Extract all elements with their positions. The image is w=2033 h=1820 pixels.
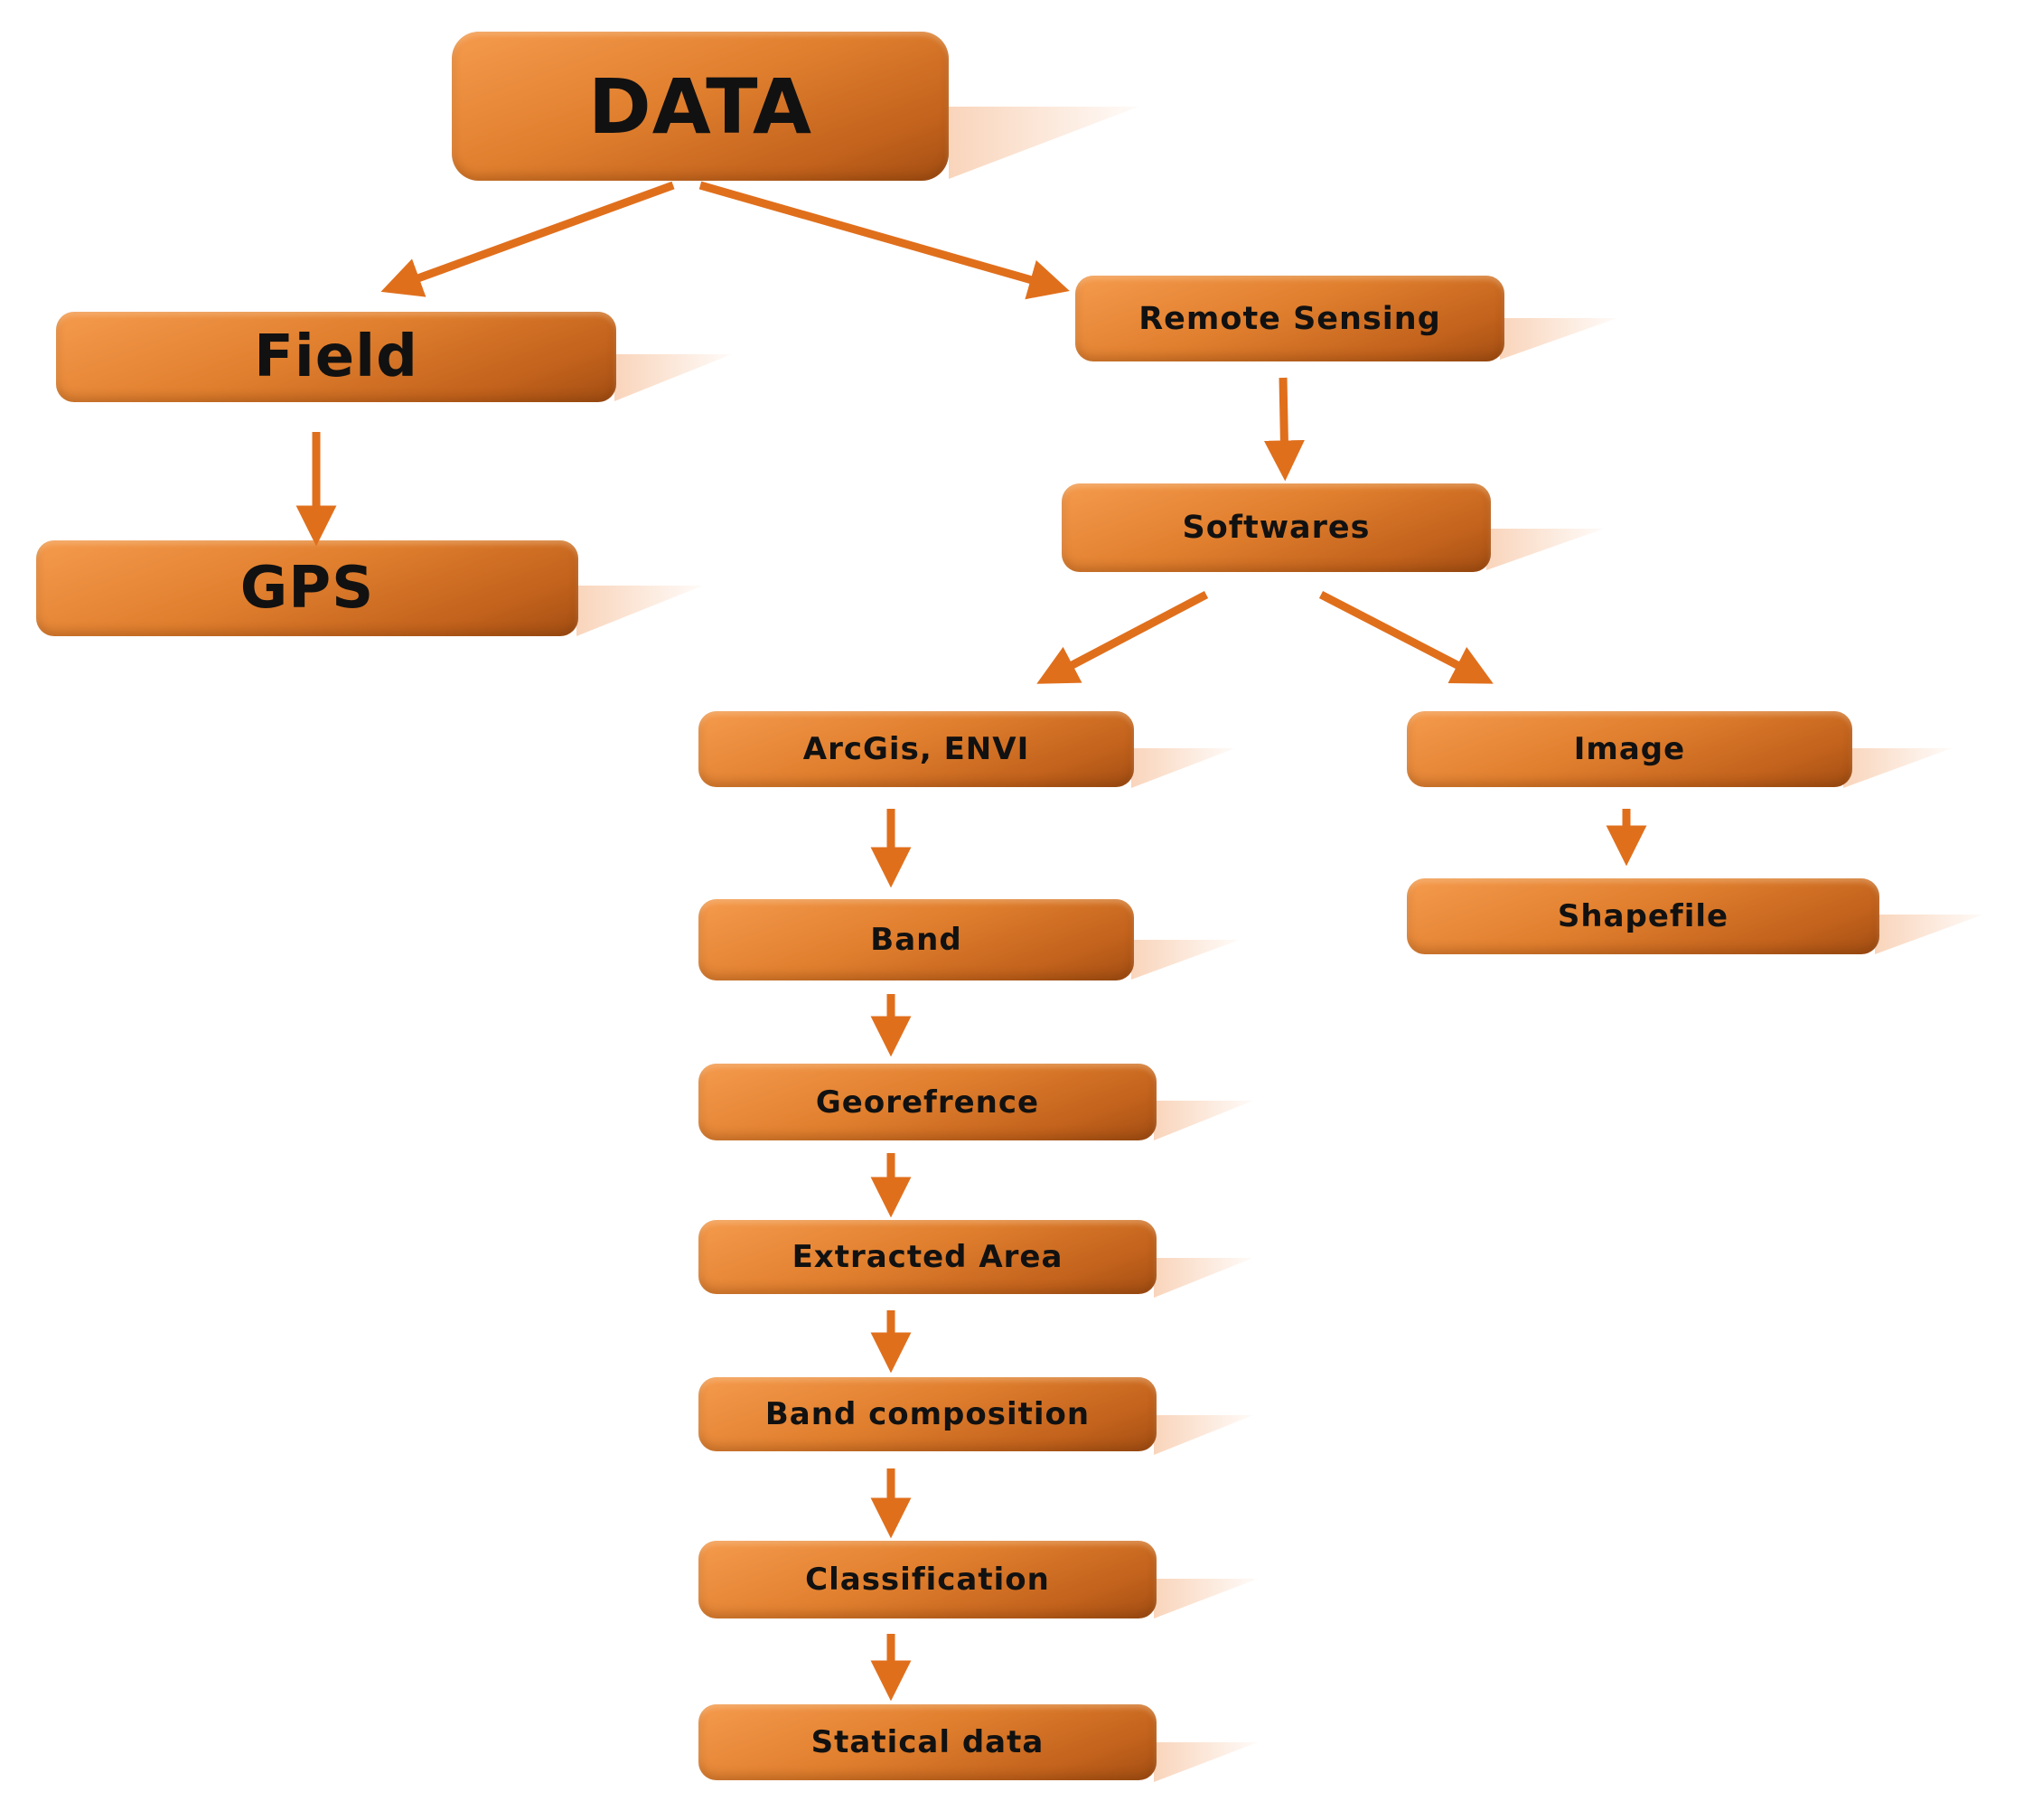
node-extracted-area-label: Extracted Area (792, 1239, 1063, 1275)
node-shapefile: Shapefile (1407, 878, 1879, 954)
node-band-label: Band (870, 922, 962, 958)
node-classification-label: Classification (805, 1562, 1050, 1598)
node-remote-sensing-label: Remote Sensing (1138, 300, 1441, 337)
node-shapefile-label: Shapefile (1557, 898, 1729, 934)
node-gps-label: GPS (239, 555, 375, 622)
node-data-label: DATA (587, 61, 812, 151)
node-image-label: Image (1573, 731, 1686, 767)
arrow-softwares-to-image (1318, 591, 1494, 684)
node-georefrence: Georefrence (698, 1064, 1157, 1140)
node-extracted-area: Extracted Area (698, 1220, 1157, 1294)
node-band-composition: Band composition (698, 1377, 1157, 1451)
node-softwares-label: Softwares (1182, 510, 1371, 546)
node-classification: Classification (698, 1541, 1157, 1618)
arrow-remote-sensing-to-softwares (1263, 377, 1305, 482)
node-image: Image (1407, 711, 1852, 787)
node-statical-data-label: Statical data (810, 1724, 1045, 1760)
node-gps: GPS (36, 540, 578, 636)
arrow-data-to-field (380, 181, 675, 297)
node-field: Field (56, 312, 616, 402)
node-band-composition-label: Band composition (764, 1396, 1091, 1432)
node-field-label: Field (254, 324, 418, 390)
arrow-softwares-to-arcgis (1036, 591, 1209, 684)
node-arcgis-envi-label: ArcGis, ENVI (802, 731, 1030, 767)
node-arcgis-envi: ArcGis, ENVI (698, 711, 1134, 787)
node-remote-sensing: Remote Sensing (1075, 276, 1504, 361)
node-band: Band (698, 899, 1134, 980)
node-softwares: Softwares (1062, 483, 1491, 572)
node-georefrence-label: Georefrence (815, 1084, 1040, 1121)
node-statical-data: Statical data (698, 1704, 1157, 1780)
node-data: DATA (452, 32, 949, 181)
arrow-data-to-remote-sensing (698, 181, 1070, 300)
